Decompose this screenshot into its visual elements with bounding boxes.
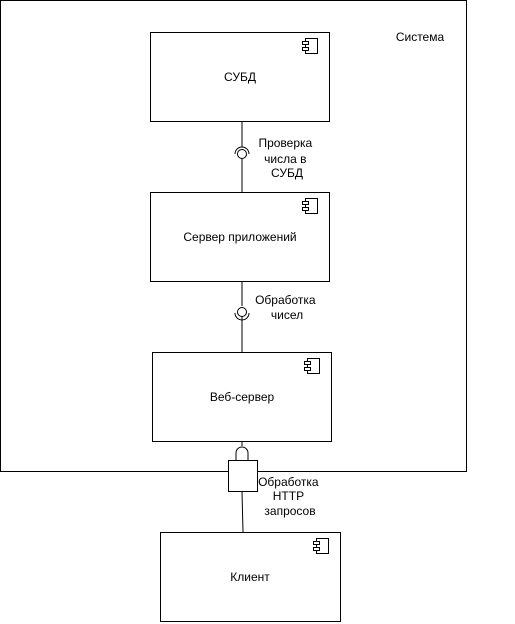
component-app-server-box: [150, 192, 330, 282]
db-check-label-line-3: СУБД: [271, 166, 303, 180]
component-icon: [304, 358, 320, 374]
component-icon: [302, 38, 318, 54]
number-processing-label-line-2: чисел: [271, 308, 303, 322]
number-processing-label-line-1: Обработка: [255, 293, 316, 307]
number-processing-interface-label: Обработка чисел: [255, 293, 319, 322]
http-processing-socket: [235, 446, 249, 460]
http-port: [228, 460, 258, 492]
http-processing-interface-label: Обработка HTTP запросов: [258, 475, 322, 518]
number-processing-lollipop: [237, 307, 247, 317]
component-icon: [302, 198, 318, 214]
component-web-server-label: Веб-сервер: [210, 390, 275, 404]
component-icon: [313, 538, 329, 554]
component-web-server: Веб-сервер: [152, 352, 332, 442]
db-check-socket: [234, 146, 250, 155]
component-app-server-label: Сервер приложений: [183, 230, 296, 244]
system-label: Система: [396, 30, 445, 44]
http-processing-label-line-1: Обработка: [258, 475, 319, 489]
db-check-lollipop: [237, 149, 247, 159]
db-check-label-line-1: Проверка: [258, 136, 312, 150]
component-dbms: СУБД: [150, 32, 330, 122]
component-app-server: Сервер приложений: [150, 192, 330, 282]
component-dbms-label: СУБД: [224, 70, 256, 84]
db-check-interface-label: Проверка числа в СУБД: [258, 136, 315, 180]
db-check-label-line-2: числа в: [264, 152, 306, 166]
connector-client: [241, 491, 244, 533]
component-web-server-box: [152, 352, 332, 442]
component-client: Клиент: [160, 532, 341, 622]
http-processing-label-line-3: запросов: [264, 504, 315, 518]
component-client-box: [160, 532, 341, 622]
http-processing-label-line-2: HTTP: [273, 489, 304, 503]
component-dbms-box: [150, 32, 330, 122]
component-client-label: Клиент: [230, 570, 270, 584]
